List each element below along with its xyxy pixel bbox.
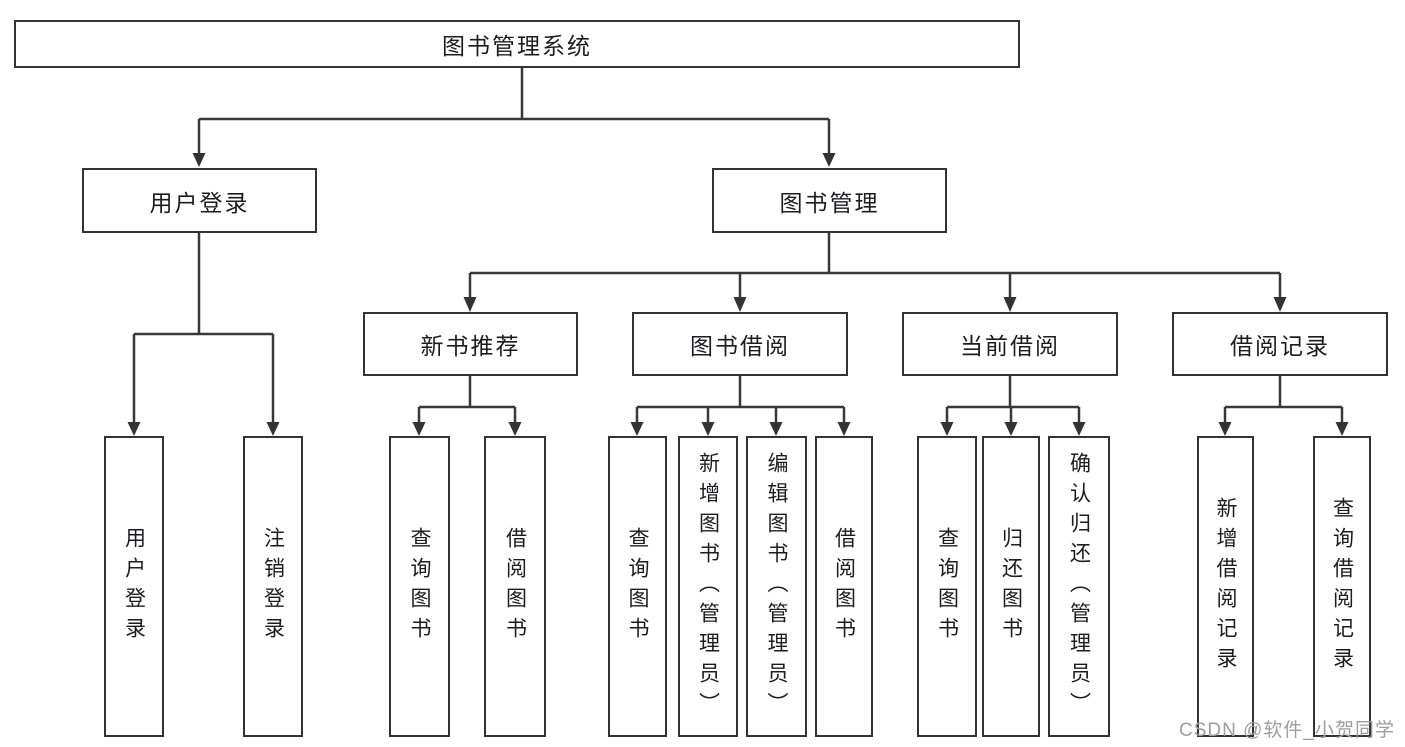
leaf-cb-confirm-return-admin: 确认归还（管理员） xyxy=(1048,436,1110,737)
leaf-bb-add-books-admin: 新增图书（管理员） xyxy=(678,436,738,737)
leaf-bb-edit-books-admin-label: 编辑图书（管理员） xyxy=(765,451,788,722)
leaf-nb-query-books: 查询图书 xyxy=(389,436,450,737)
leaf-bb-query-books-label: 查询图书 xyxy=(626,526,649,647)
leaf-br-add-record-label: 新增借阅记录 xyxy=(1214,496,1237,677)
leaf-cb-return-books: 归还图书 xyxy=(982,436,1040,737)
leaf-user-login-label: 用户登录 xyxy=(122,526,146,647)
leaf-br-query-record-label: 查询借阅记录 xyxy=(1330,496,1354,677)
leaf-bb-query-books: 查询图书 xyxy=(608,436,667,737)
node-borrowing-records: 借阅记录 xyxy=(1172,312,1388,376)
leaf-cb-query-books-label: 查询图书 xyxy=(935,526,959,647)
leaf-nb-borrow-books: 借阅图书 xyxy=(484,436,546,737)
leaf-br-add-record: 新增借阅记录 xyxy=(1197,436,1254,737)
node-current-borrowing: 当前借阅 xyxy=(902,312,1118,376)
leaf-logout-label: 注销登录 xyxy=(261,526,285,647)
leaf-bb-edit-books-admin: 编辑图书（管理员） xyxy=(746,436,807,737)
leaf-cb-confirm-return-admin-label: 确认归还（管理员） xyxy=(1067,451,1091,722)
leaf-nb-query-books-label: 查询图书 xyxy=(408,526,431,647)
leaf-br-query-record: 查询借阅记录 xyxy=(1313,436,1371,737)
node-user-login: 用户登录 xyxy=(82,168,317,233)
node-new-book-recommend: 新书推荐 xyxy=(363,312,578,376)
csdn-watermark: CSDN @软件_小贺同学 xyxy=(1179,720,1395,741)
node-root: 图书管理系统 xyxy=(14,20,1020,68)
node-book-borrowing: 图书借阅 xyxy=(632,312,848,376)
leaf-logout: 注销登录 xyxy=(243,436,303,737)
leaf-nb-borrow-books-label: 借阅图书 xyxy=(503,526,527,647)
leaf-user-login: 用户登录 xyxy=(104,436,164,737)
leaf-bb-borrow-books: 借阅图书 xyxy=(815,436,873,737)
leaf-cb-return-books-label: 归还图书 xyxy=(999,526,1023,647)
node-book-management: 图书管理 xyxy=(712,168,947,233)
leaf-bb-add-books-admin-label: 新增图书（管理员） xyxy=(696,451,720,722)
leaf-cb-query-books: 查询图书 xyxy=(917,436,977,737)
leaf-bb-borrow-books-label: 借阅图书 xyxy=(832,526,856,647)
